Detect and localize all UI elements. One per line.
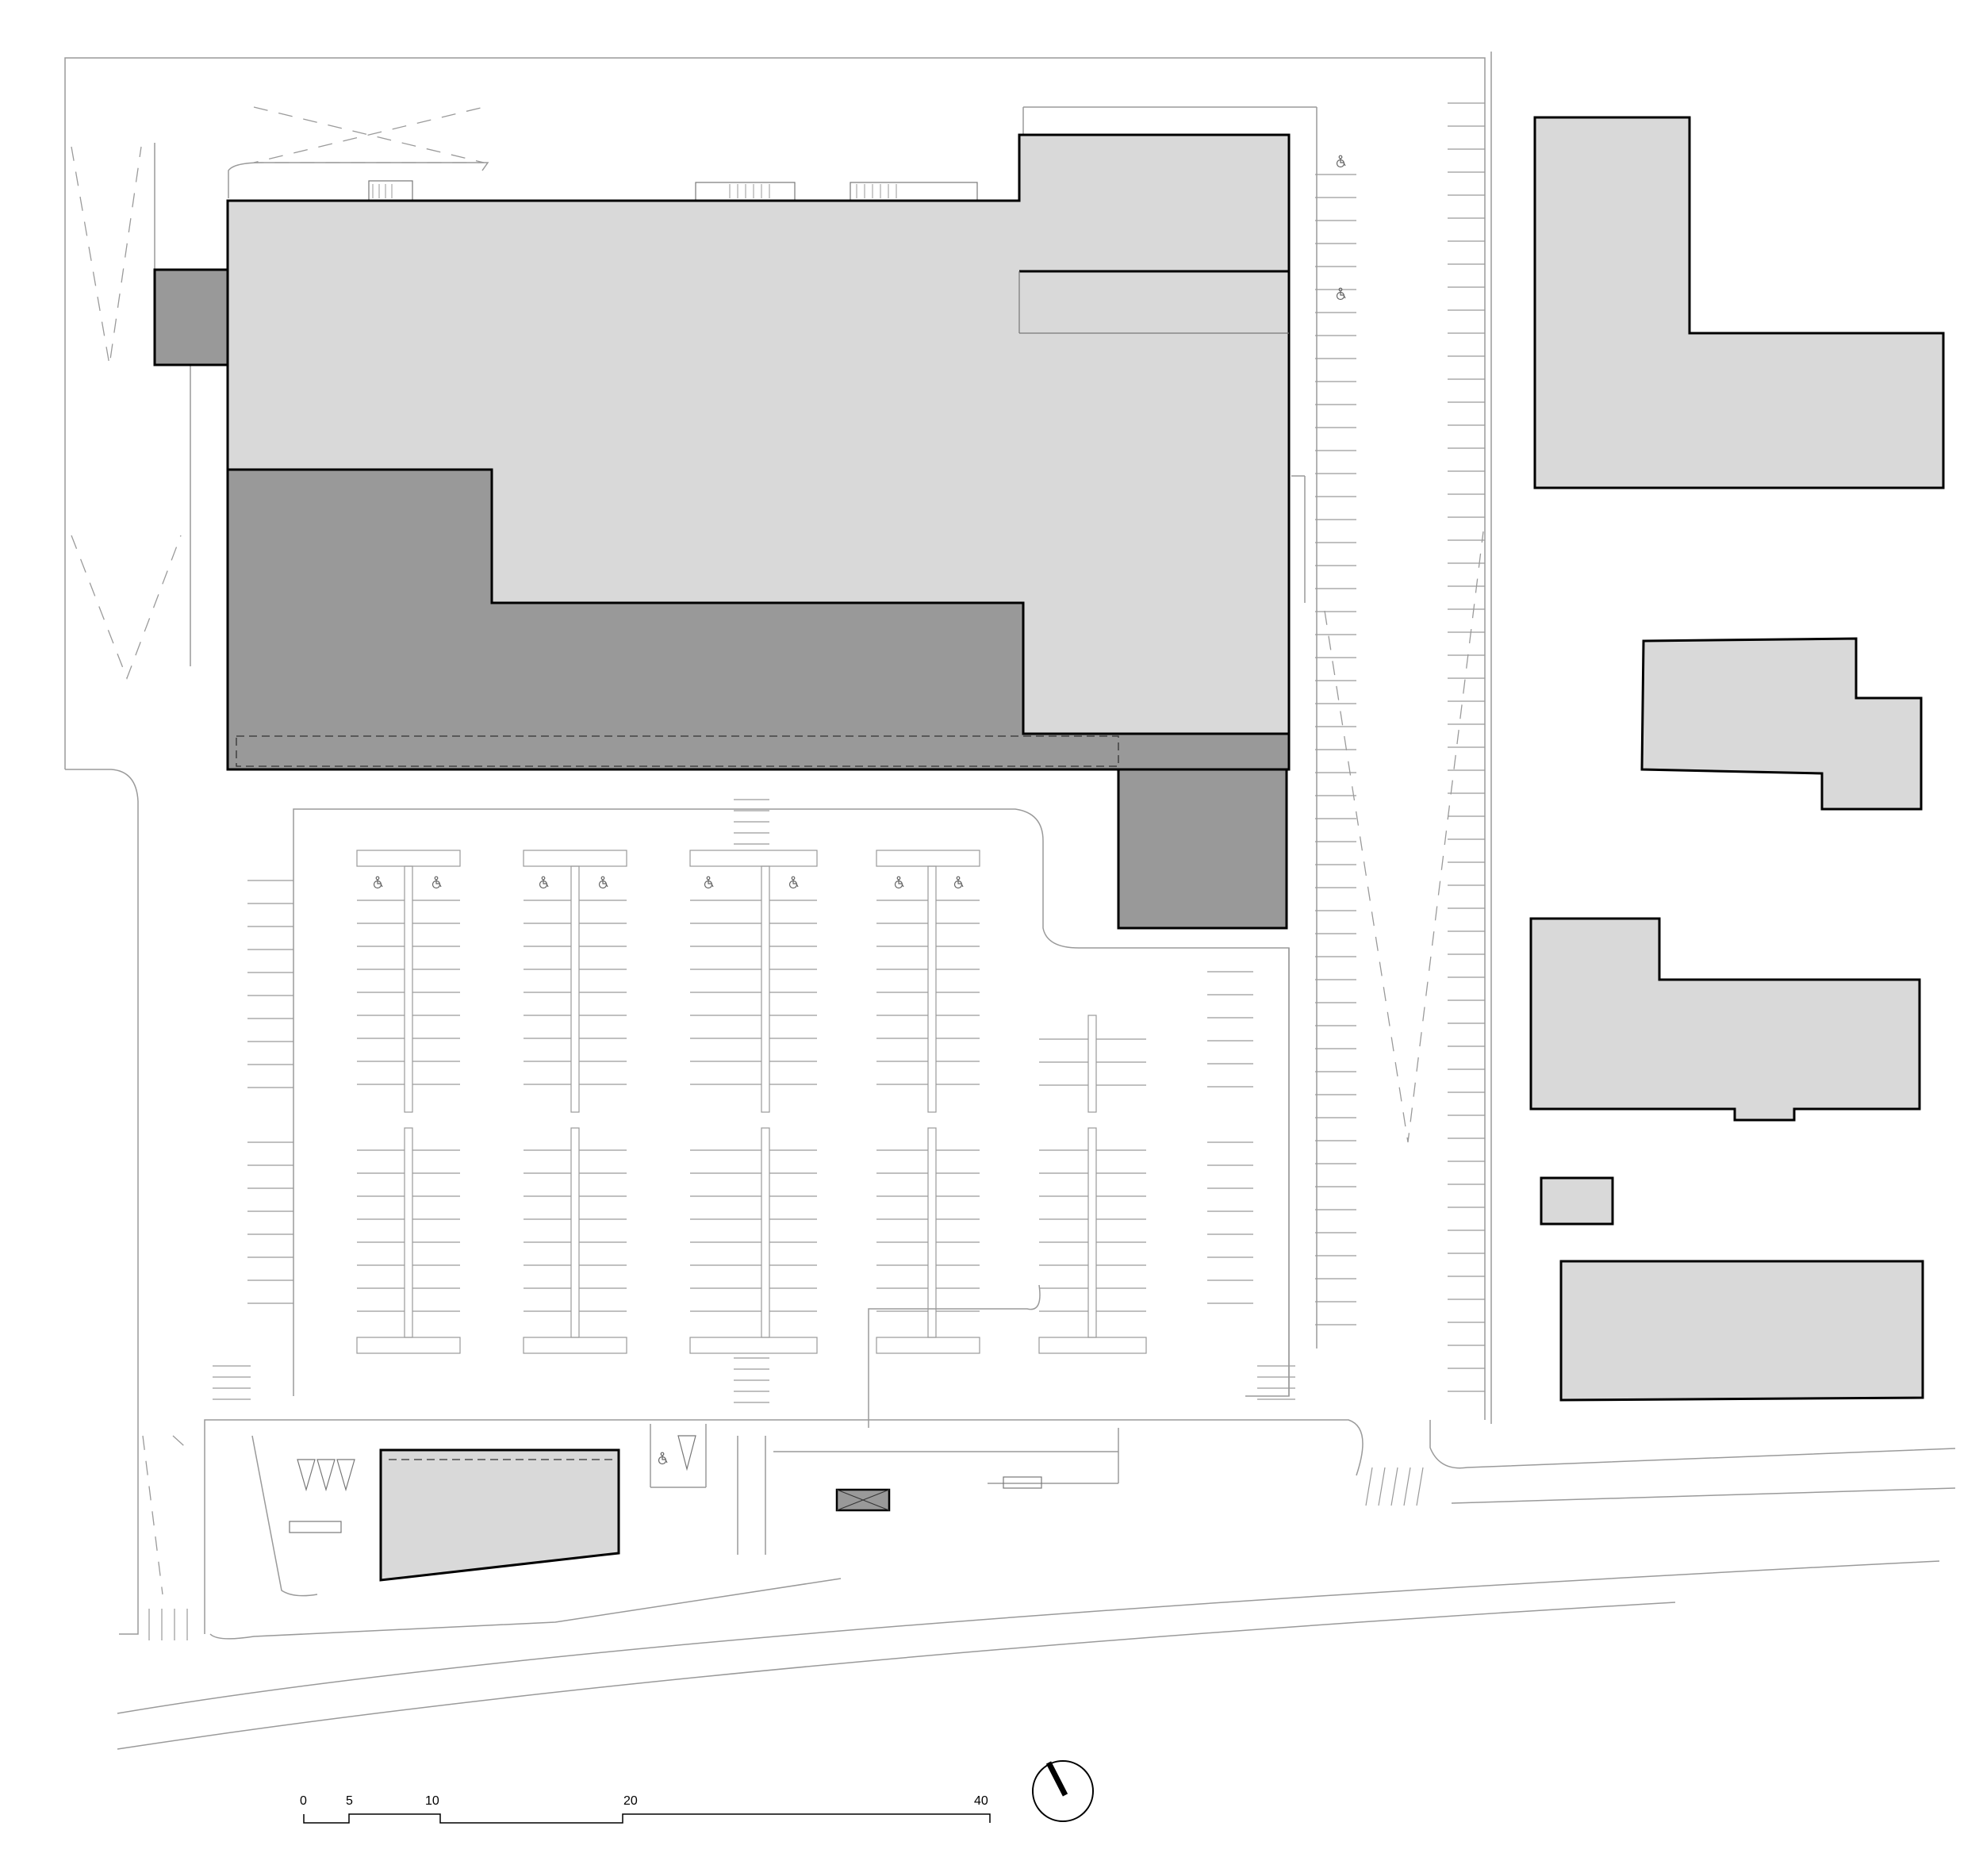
parking-island (927, 865, 937, 1113)
neighbour-building-5 (1559, 1260, 1924, 1402)
wheelchair-icon (788, 876, 799, 889)
north-arrow-icon (1032, 1760, 1094, 1822)
parking-island (404, 1127, 413, 1338)
parking-island (356, 850, 461, 867)
parking-island (927, 1127, 937, 1338)
main-building (153, 133, 1291, 930)
scale-bar: 0 5 10 20 40 (300, 1794, 991, 1824)
parking-island (761, 1127, 770, 1338)
parking-island (570, 1127, 580, 1338)
scale-label-40: 40 (974, 1794, 988, 1808)
parking-island (1087, 1015, 1097, 1113)
parking-island (1087, 1127, 1097, 1338)
parking-island (1038, 1337, 1147, 1354)
roof-equipment-hatch (372, 184, 897, 198)
main-building-dark-wing (226, 468, 1291, 771)
west-annex (153, 268, 229, 366)
roof-equipment (368, 180, 978, 201)
parking-island (404, 865, 413, 1113)
parking-island (356, 1337, 461, 1354)
traffic-flow-dashes (71, 106, 1484, 1595)
wheelchair-icon (894, 876, 904, 889)
neighbour-building-3 (1529, 917, 1921, 1122)
neighbour-buildings (1529, 116, 1945, 1402)
wheelchair-icon (539, 876, 549, 889)
south-east-annex (1117, 768, 1288, 930)
south-building (379, 1448, 891, 1582)
wheelchair-icon (658, 1452, 668, 1465)
parking-island (761, 865, 770, 1113)
parking-island (876, 1337, 980, 1354)
wheelchair-icon (373, 876, 383, 889)
wheelchair-icon (953, 876, 964, 889)
parking-stalls (247, 102, 1485, 1392)
site-context-lines (64, 52, 1956, 1750)
neighbour-building-4 (1540, 1176, 1614, 1226)
parking-island (689, 1337, 818, 1354)
hatch-strips (148, 799, 1424, 1640)
scale-label-0: 0 (300, 1794, 307, 1808)
wheelchair-icon (704, 876, 714, 889)
parking-island (876, 850, 980, 867)
south-planters (297, 1435, 1042, 1492)
wheelchair-icon (598, 876, 608, 889)
parking-island (570, 865, 580, 1113)
south-pavilion (379, 1448, 620, 1582)
scale-label-5: 5 (346, 1794, 353, 1808)
neighbour-building-2 (1640, 637, 1923, 811)
parking-island (523, 1337, 627, 1354)
wheelchair-icon (432, 876, 442, 889)
scale-label-20: 20 (623, 1794, 638, 1808)
parking-island (689, 850, 818, 867)
neighbour-building-1 (1533, 116, 1945, 489)
wheelchair-icon (1336, 155, 1346, 168)
scale-label-10: 10 (425, 1794, 439, 1808)
parking-island (523, 850, 627, 867)
